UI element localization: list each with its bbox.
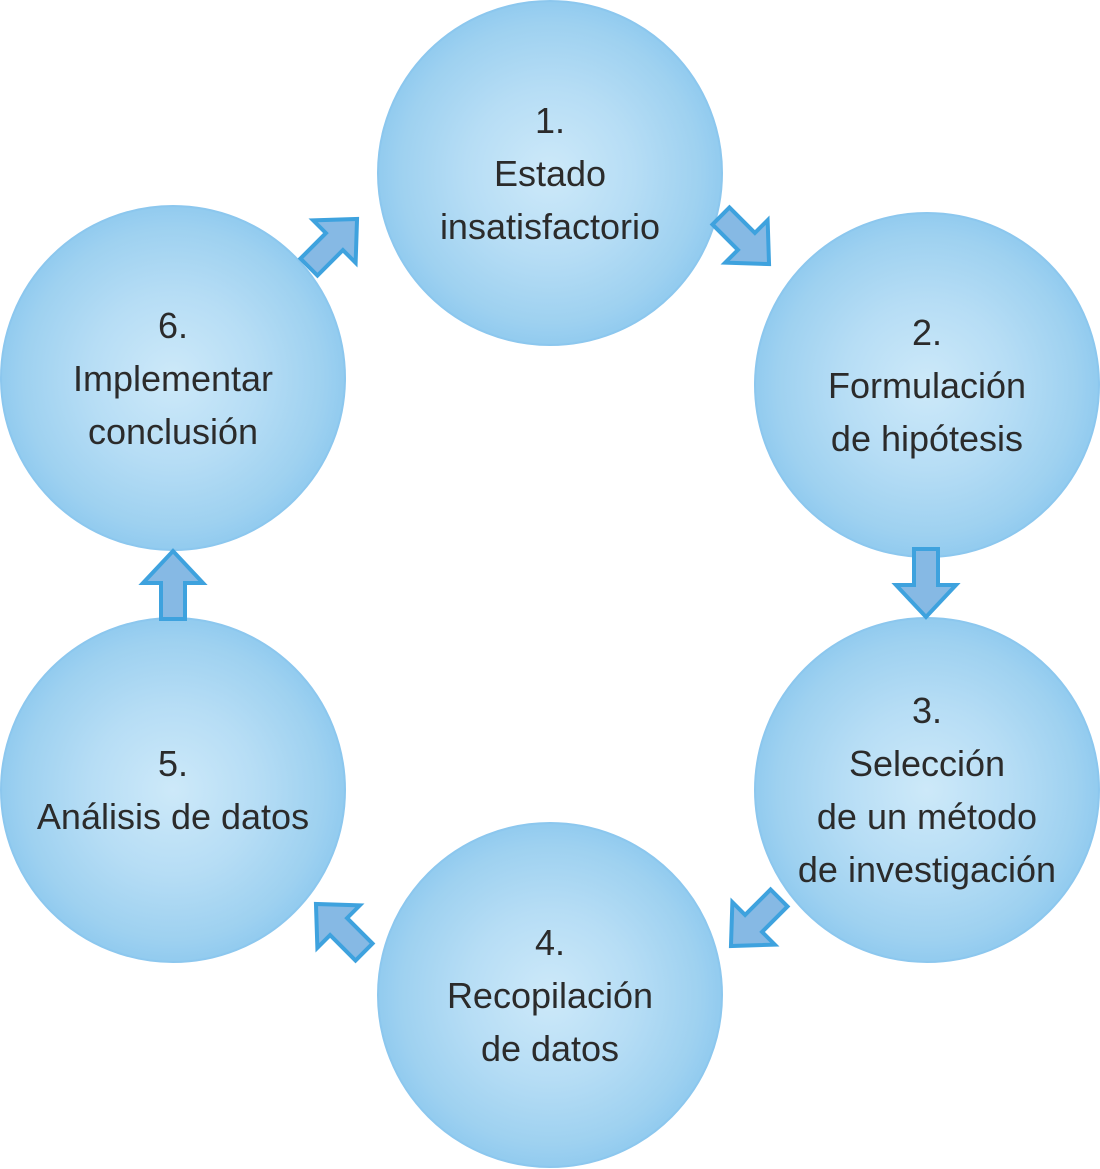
node-line: de hipótesis [830,417,1024,459]
node-line: Estado [493,152,607,194]
node-line: conclusión [87,410,259,452]
node-label: 6. Implementar conclusión [73,299,273,458]
node-label: 5. Análisis de datos [37,737,309,843]
cycle-node-1-estado-insatisfactorio: 1. Estado insatisfactorio [377,0,723,346]
cycle-node-2-formulacion-de-hipotesis: 2. Formulación de hipótesis [754,212,1100,558]
node-label: 3. Selección de un método de investigaci… [798,684,1056,896]
node-line: de datos [480,1027,620,1069]
node-number: 5. [157,743,188,784]
node-line: Selección [848,743,1006,784]
node-line: Recopilación [446,974,654,1016]
arrow-up-icon [141,549,205,621]
node-line: Análisis de datos [36,796,310,837]
node-number: 4. [534,921,566,963]
node-line: insatisfactorio [439,205,661,247]
cycle-node-6-implementar-conclusion: 6. Implementar conclusión [0,205,346,551]
node-line: de investigación [797,849,1057,890]
node-line: Formulación [827,364,1027,406]
cycle-node-3-seleccion-de-metodo: 3. Selección de un método de investigaci… [754,617,1100,963]
arrow-down-icon [894,547,958,619]
node-number: 1. [534,99,565,141]
node-line: de un método [816,796,1038,837]
node-label: 1. Estado insatisfactorio [440,94,660,253]
node-number: 2. [911,311,942,353]
cycle-node-4-recopilacion-de-datos: 4. Recopilación de datos [377,822,723,1168]
node-number: 3. [911,690,942,731]
node-number: 6. [157,304,188,346]
node-label: 2. Formulación de hipótesis [828,306,1026,465]
node-line: Implementar [72,357,274,399]
cycle-node-5-analisis-de-datos: 5. Análisis de datos [0,617,346,963]
node-label: 4. Recopilación de datos [447,916,653,1075]
